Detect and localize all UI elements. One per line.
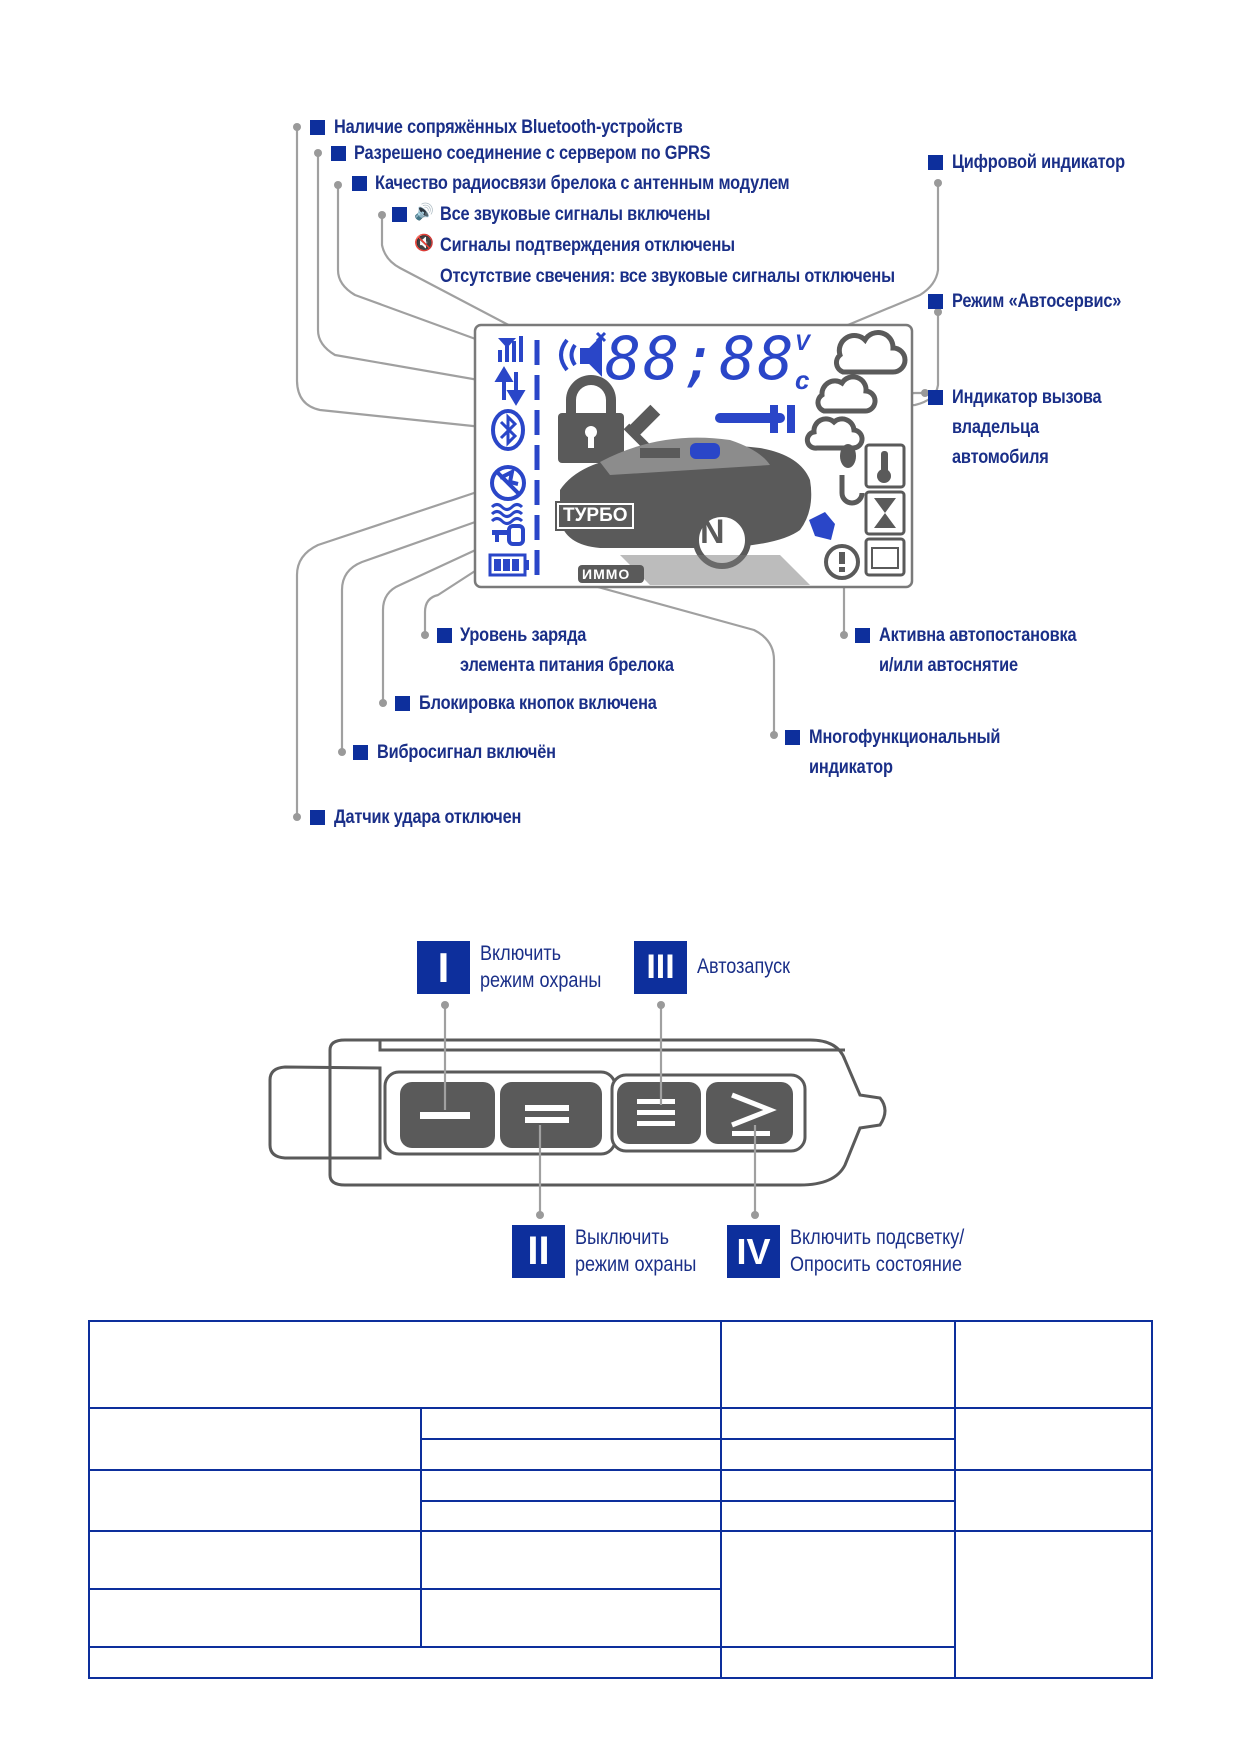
- table-cell: [720, 1437, 956, 1471]
- label-autostart-2: и/или автоснятие: [879, 655, 1018, 676]
- bullet: [928, 155, 943, 170]
- badge-button-3: III: [634, 941, 687, 994]
- label-gprs: Разрешено соединение с сервером по GPRS: [354, 143, 711, 164]
- label-multi-1: Многофункциональный: [809, 727, 1001, 748]
- label-multi-2: индикатор: [809, 757, 893, 778]
- bullet: [310, 810, 325, 825]
- badge-button-2: II: [512, 1225, 565, 1278]
- bullet: [395, 696, 410, 711]
- gprs-icon: [494, 366, 526, 406]
- label-battery-1: Уровень заряда: [460, 625, 587, 646]
- table-cell: [954, 1468, 1153, 1533]
- table-cell: [420, 1588, 722, 1648]
- label-battery-2: элемента питания брелока: [460, 655, 674, 676]
- table-cell: [720, 1499, 956, 1533]
- confirm-off-icon: 🔇: [414, 235, 434, 252]
- button-2-line1: Выключить: [575, 1226, 669, 1249]
- label-confirm-off: Сигналы подтверждения отключены: [440, 235, 735, 256]
- label-vibro: Вибросигнал включён: [377, 742, 556, 763]
- hand-icon: [809, 512, 835, 540]
- label-sound-on: Все звуковые сигналы включены: [440, 204, 711, 225]
- table-cell: [954, 1406, 1153, 1471]
- speaker-icon: [559, 331, 607, 377]
- button-2-line2: режим охраны: [575, 1253, 697, 1276]
- empty-table: [88, 1320, 1153, 1679]
- bluetooth-icon: [491, 409, 525, 451]
- shock-off-icon: [490, 465, 526, 501]
- table-cell: [720, 1646, 956, 1679]
- car-battery-icon: [864, 537, 906, 577]
- vibro-icon: [490, 503, 524, 525]
- button-4-line2: Опросить состояние: [790, 1253, 963, 1276]
- badge-button-1: I: [417, 941, 470, 994]
- button-1-line2: режим охраны: [480, 969, 602, 992]
- bullet: [928, 390, 943, 405]
- table-cell: [420, 1437, 722, 1471]
- button-1-line1: Включить: [480, 942, 562, 965]
- bullet: [437, 628, 452, 643]
- table-cell: [88, 1468, 422, 1533]
- alert-icon: [824, 544, 860, 580]
- table-cell: [88, 1320, 722, 1409]
- thermo-icon: [864, 443, 906, 489]
- label-owner-call-1: Индикатор вызова: [952, 387, 1102, 408]
- table-cell: [720, 1406, 956, 1440]
- signal-icon: [498, 336, 523, 362]
- bullet: [785, 730, 800, 745]
- hourglass-icon: [864, 490, 906, 536]
- bullet: [928, 294, 943, 309]
- table-cell: [88, 1530, 422, 1591]
- table-cell: [720, 1320, 956, 1409]
- label-autoservice: Режим «Автосервис»: [952, 291, 1122, 312]
- lcd-immo: ИММО: [582, 566, 631, 582]
- lcd-unit-c: c: [795, 365, 810, 395]
- label-bluetooth: Наличие сопряжённых Bluetooth-устройств: [334, 117, 683, 138]
- table-cell: [720, 1530, 956, 1648]
- table-cell: [88, 1406, 422, 1471]
- lcd-digits: 88;88: [605, 324, 796, 394]
- call-icon: [839, 444, 865, 506]
- label-radio-quality: Качество радиосвязи брелока с антенным м…: [375, 173, 790, 194]
- bullet: [392, 207, 407, 222]
- label-digital: Цифровой индикатор: [952, 152, 1125, 173]
- table-cell: [88, 1646, 722, 1679]
- label-autostart-1: Активна автопостановка: [879, 625, 1077, 646]
- exhaust-icon: [804, 329, 908, 451]
- table-cell: [88, 1588, 422, 1648]
- table-cell: [420, 1499, 722, 1533]
- battery-icon: [488, 553, 529, 577]
- table-cell: [954, 1530, 1153, 1679]
- sound-on-icon: 🔊: [414, 204, 434, 221]
- label-owner-call-3: автомобиля: [952, 447, 1049, 468]
- table-cell: [954, 1320, 1153, 1409]
- bullet: [310, 120, 325, 135]
- bullet: [353, 745, 368, 760]
- label-keylock: Блокировка кнопок включена: [419, 693, 657, 714]
- temp-bar-icon: [715, 405, 795, 433]
- label-owner-call-2: владельца: [952, 417, 1039, 438]
- badge-button-4: IV: [727, 1225, 780, 1278]
- lcd-turbo: ТУРБО: [555, 501, 636, 531]
- lcd-unit-v: V: [795, 330, 810, 355]
- bullet: [855, 628, 870, 643]
- key-icon: [640, 443, 720, 459]
- lock-icon: [558, 375, 624, 463]
- table-cell: [420, 1468, 722, 1502]
- keylock-icon: [492, 524, 525, 546]
- label-sound-none: Отсутствие свечения: все звуковые сигнал…: [440, 266, 895, 287]
- lcd-gear: N: [700, 513, 725, 551]
- table-cell: [720, 1468, 956, 1502]
- label-shock-off: Датчик удара отключен: [334, 807, 522, 828]
- button-4-line1: Включить подсветку/: [790, 1226, 965, 1249]
- table-cell: [420, 1406, 722, 1440]
- table-cell: [420, 1530, 722, 1591]
- bullet: [331, 146, 346, 161]
- button-3-line1: Автозапуск: [697, 955, 791, 978]
- bullet: [352, 176, 367, 191]
